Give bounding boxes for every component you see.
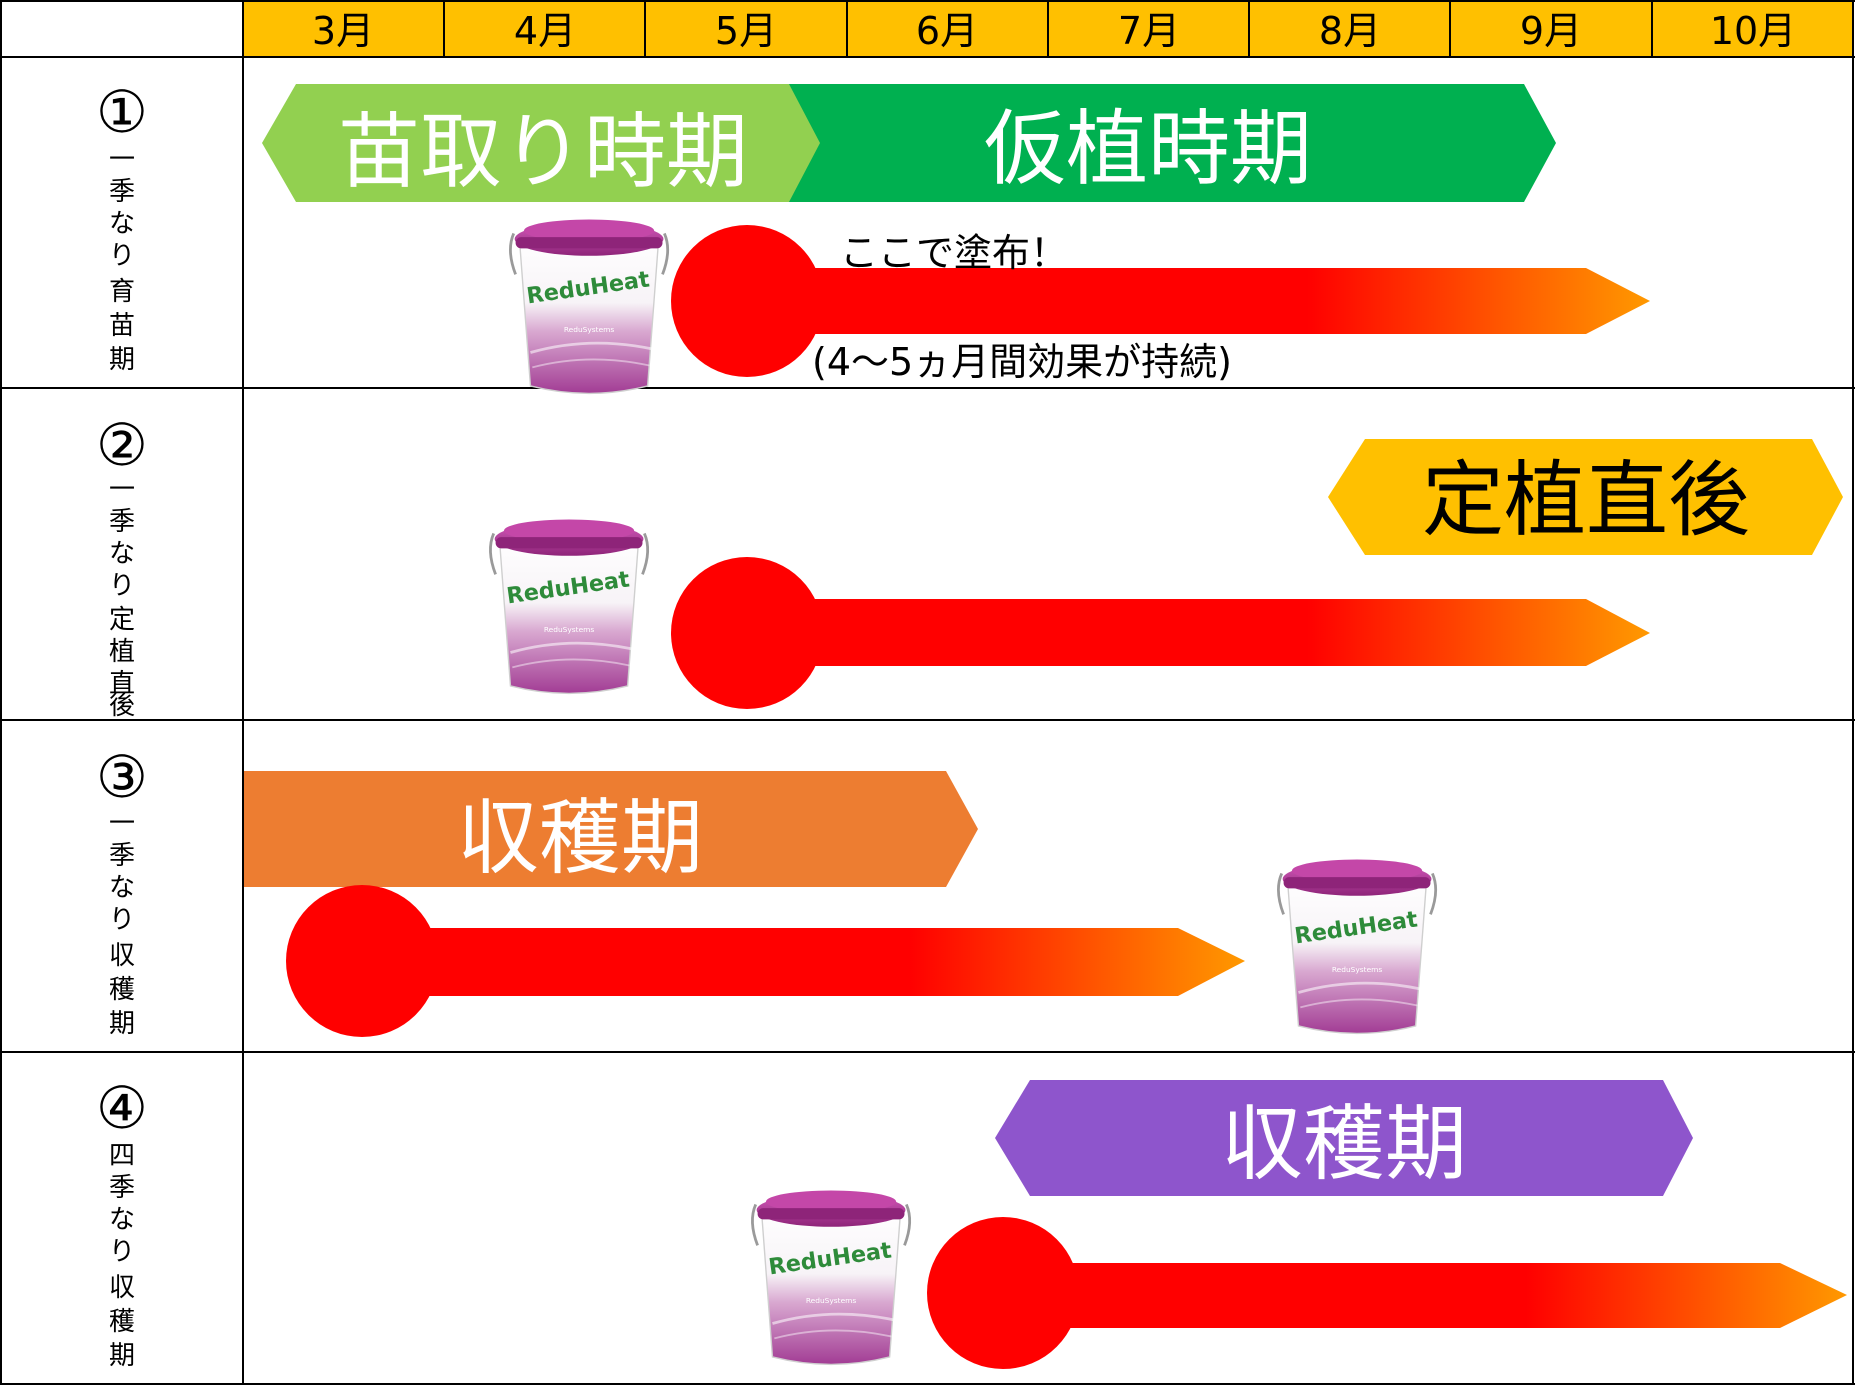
pail-maker: ReduSystems <box>544 625 595 634</box>
band-shukaku-1 <box>244 771 978 887</box>
band-teishoku-text: 定植直後 <box>1422 453 1750 548</box>
row-4-number: ④ <box>96 1074 148 1142</box>
row-3: ③ 一 季 な り 収 穫 期 収穫期 ReduHeat ReduSystems <box>96 743 1438 1039</box>
paint-bucket-icon: ReduHeat ReduSystems <box>1277 858 1438 1035</box>
row-2-label-char: り <box>109 571 135 601</box>
row-1-label-char: 育 <box>109 277 135 307</box>
pail-maker: ReduSystems <box>806 1296 857 1305</box>
row-4: ④ 四 季 な り 収 穫 期 収穫期 ReduHeat ReduSystems <box>96 1074 1847 1371</box>
pail-maker: ReduSystems <box>1332 965 1383 974</box>
row-3-label-char: な <box>109 873 135 903</box>
row-4-label-char: り <box>109 1237 135 1267</box>
band-shukaku-1-text: 収穫期 <box>457 791 703 886</box>
band-kashoku-text: 仮植時期 <box>984 102 1312 197</box>
row-3-label-char: 穫 <box>109 975 135 1005</box>
month-label-8: 8月 <box>1319 9 1381 53</box>
row-1-label-char: 苗 <box>109 311 135 341</box>
row-2-label-char: 定 <box>109 605 135 635</box>
row-2-label-char: な <box>109 539 135 569</box>
row-3-label-char: 収 <box>109 941 135 971</box>
row-1: ① 一 季 な り 育 苗 期 仮植時期 苗取り時期 ここで塗布！ (4〜5ヵ月… <box>96 78 1650 395</box>
paint-bucket-icon: ReduHeat ReduSystems <box>751 1189 912 1366</box>
effect-arrow-2 <box>671 557 1650 709</box>
paint-bucket-icon: ReduHeat ReduSystems <box>489 518 650 695</box>
row-3-label-char: 期 <box>109 1009 135 1039</box>
month-label-9: 9月 <box>1520 9 1582 53</box>
pail-maker: ReduSystems <box>564 325 615 334</box>
month-label-5: 5月 <box>715 9 777 53</box>
row-4-label-char: な <box>109 1205 135 1235</box>
row-2-label-char: 季 <box>109 507 135 537</box>
row-3-number: ③ <box>96 743 148 811</box>
band-teishoku <box>1328 439 1843 555</box>
row-1-label-char: 期 <box>109 345 135 375</box>
row-4-label-char: 季 <box>109 1173 135 1203</box>
band-naetori-text: 苗取り時期 <box>338 105 748 200</box>
row-1-label-char: な <box>109 209 135 239</box>
month-label-4: 4月 <box>514 9 576 53</box>
month-label-3: 3月 <box>312 9 374 53</box>
paint-bucket-icon: ReduHeat ReduSystems <box>509 218 670 395</box>
row-2-label-char: 植 <box>109 637 135 667</box>
month-label-7: 7月 <box>1118 9 1180 53</box>
note-apply-here: ここで塗布！ <box>840 231 1068 275</box>
row-3-label-char: 季 <box>109 841 135 871</box>
row-3-label-char: り <box>109 905 135 935</box>
effect-arrow-3 <box>286 885 1245 1037</box>
row-2-number: ② <box>96 411 148 479</box>
effect-arrow-1 <box>671 225 1650 377</box>
band-naetori <box>262 84 820 202</box>
effect-arrow-4 <box>927 1217 1847 1369</box>
band-shukaku-2-text: 収穫期 <box>1221 1097 1467 1192</box>
row-1-label-char: り <box>109 241 135 271</box>
band-shukaku-2 <box>995 1080 1693 1196</box>
note-effect-duration: (4〜5ヵ月間効果が持続) <box>812 340 1232 384</box>
row-3-label-char: 一 <box>109 809 135 839</box>
row-4-label-char: 四 <box>109 1141 135 1171</box>
row-4-label-char: 収 <box>109 1273 135 1303</box>
row-1-label-char: 季 <box>109 177 135 207</box>
row-2-label-char: 一 <box>109 475 135 505</box>
row-4-label-char: 期 <box>109 1341 135 1371</box>
month-label-10: 10月 <box>1710 9 1796 53</box>
band-kashoku <box>733 84 1556 202</box>
row-4-label-char: 穫 <box>109 1307 135 1337</box>
row-1-number: ① <box>96 78 148 146</box>
row-2-label-char: 直 <box>109 669 135 699</box>
row-2: ② 一 季 な り 定 植 直 後 定植直後 ReduHeat ReduSyst… <box>96 411 1843 721</box>
row-2-label-char: 後 <box>109 691 135 721</box>
month-label-6: 6月 <box>916 9 978 53</box>
row-1-label-char: 一 <box>109 145 135 175</box>
